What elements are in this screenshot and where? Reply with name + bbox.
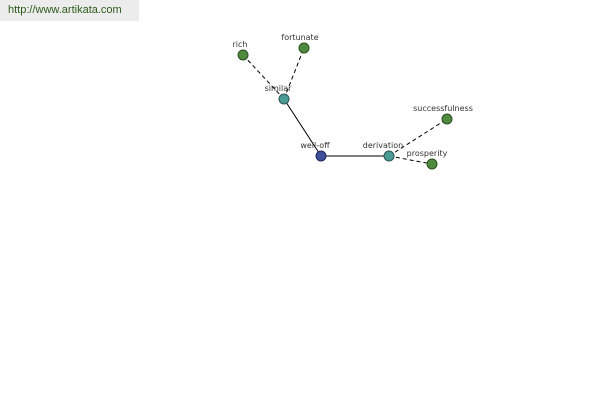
label-rich: rich [233, 40, 248, 49]
node-fortunate[interactable] [298, 42, 310, 54]
edge-derivation-prosperity [388, 155, 433, 165]
node-prosperity[interactable] [426, 158, 438, 170]
label-similar: similar [265, 84, 293, 93]
node-successfulness[interactable] [441, 113, 453, 125]
label-derivation: derivation [363, 141, 403, 150]
node-rich[interactable] [237, 49, 249, 61]
label-successfulness: successfulness [413, 104, 473, 113]
edge-similar-rich [242, 54, 285, 100]
label-fortunate: fortunate [281, 33, 318, 42]
edge-wel-off-similar [283, 98, 322, 157]
edge-derivation-successfulness [388, 118, 448, 157]
label-wel-off: well-off [300, 141, 330, 150]
edge-similar-fortunate [283, 47, 305, 100]
node-derivation[interactable] [383, 150, 395, 162]
node-wel-off[interactable] [315, 150, 327, 162]
site-url-label[interactable]: http://www.artikata.com [0, 0, 139, 21]
node-similar[interactable] [278, 93, 290, 105]
label-prosperity: prosperity [407, 149, 448, 158]
